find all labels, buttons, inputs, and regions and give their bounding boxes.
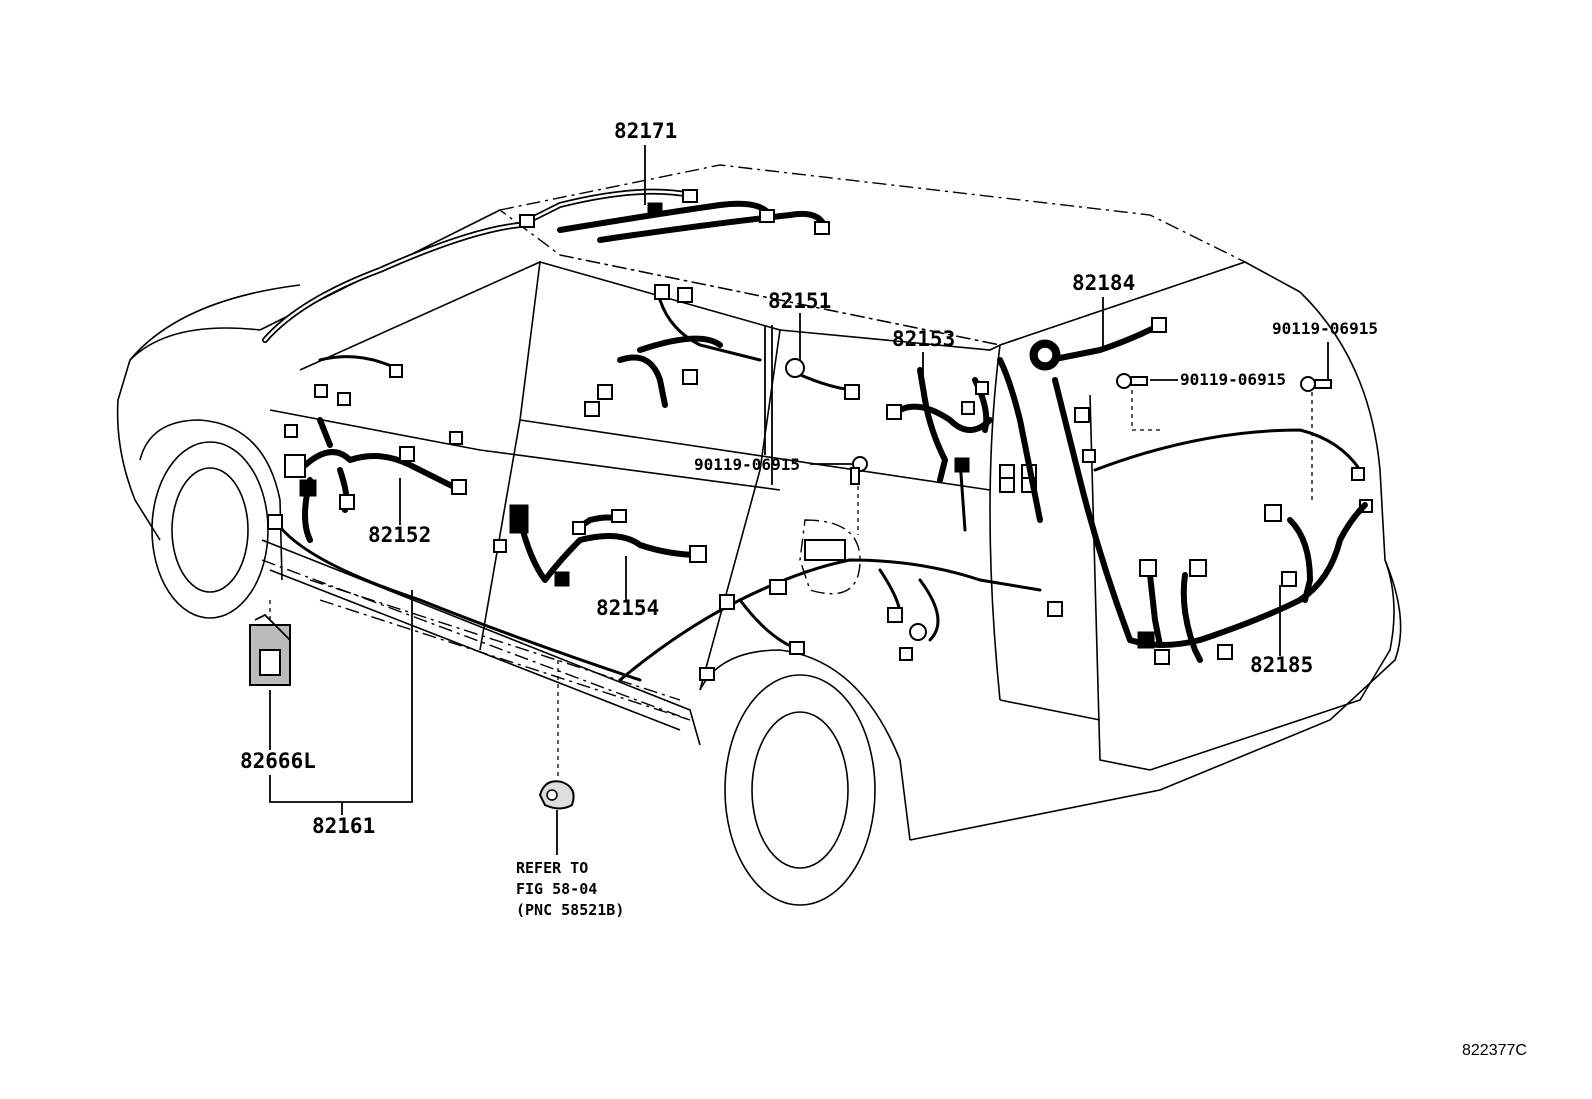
- part-labels: 82171 82151 82153 82184 90119-06915 9011…: [240, 119, 1378, 838]
- bolt-90119-a: [1116, 373, 1148, 389]
- label-82151: 82151: [768, 289, 831, 313]
- vehicle-body-outline: [116, 164, 1402, 906]
- bracket-82666L: [249, 613, 291, 686]
- label-82185: 82185: [1250, 653, 1313, 677]
- reference-note: REFER TO FIG 58-04 (PNC 58521B): [516, 859, 624, 919]
- bolt-90119-c: [850, 456, 868, 485]
- harness-82161-floor: [267, 424, 1063, 682]
- harness-82185-back-door: [1127, 502, 1368, 665]
- label-82161: 82161: [312, 814, 375, 838]
- harness-82154-rear-door: [493, 504, 707, 587]
- label-82153: 82153: [892, 327, 955, 351]
- label-82184: 82184: [1072, 271, 1135, 295]
- clip-58521B: [538, 780, 575, 810]
- guide-lines: [269, 390, 1313, 780]
- reference-line-1: REFER TO: [516, 859, 588, 877]
- label-90119-06915-liftgate: 90119-06915: [1180, 370, 1286, 389]
- reference-line-3: (PNC 58521B): [516, 901, 624, 919]
- reference-line-2: FIG 58-04: [516, 880, 597, 898]
- label-82666L: 82666L: [240, 749, 316, 773]
- leader-lines: [269, 145, 1329, 855]
- harness-82153: [886, 367, 1037, 532]
- harness-82151: [449, 284, 860, 445]
- label-82154: 82154: [596, 596, 659, 620]
- harness-82171-roof: [262, 188, 830, 343]
- fasteners: [249, 373, 1332, 810]
- label-82152: 82152: [368, 523, 431, 547]
- harness-82184-liftgate: [997, 317, 1373, 643]
- label-90119-06915-center: 90119-06915: [694, 455, 800, 474]
- figure-code: 822377C: [1462, 1042, 1527, 1059]
- label-82171: 82171: [614, 119, 677, 143]
- label-90119-06915-rear: 90119-06915: [1272, 319, 1378, 338]
- bolt-90119-b: [1300, 376, 1332, 392]
- harness-82152-front-door: [284, 355, 467, 543]
